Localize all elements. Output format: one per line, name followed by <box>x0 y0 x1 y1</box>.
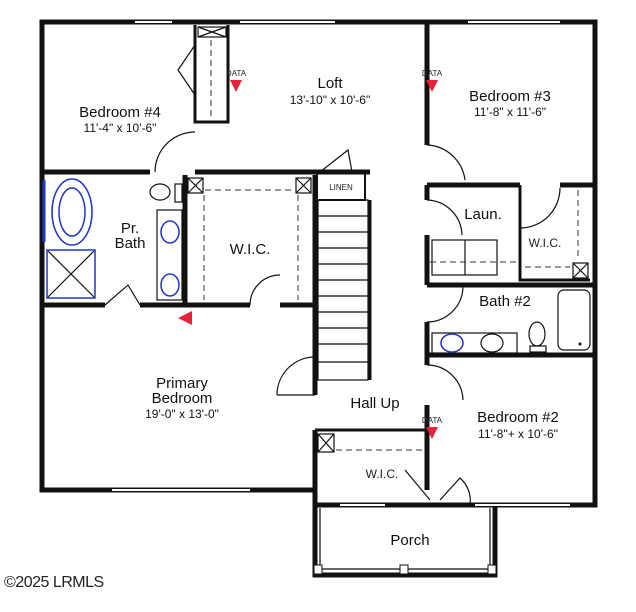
svg-text:DATA: DATA <box>422 69 443 78</box>
room-bedroom2-name: Bedroom #2 <box>477 409 559 426</box>
room-bedroom3-dims: 11'-8" x 11'-6" <box>474 105 546 119</box>
room-prbath-name-1: Pr. <box>121 220 139 237</box>
svg-text:DATA: DATA <box>422 416 443 425</box>
stairs <box>317 199 369 381</box>
room-wic-primary: W.I.C. <box>230 241 271 258</box>
door-swings <box>104 44 561 506</box>
room-bedroom4-name: Bedroom #4 <box>79 104 161 121</box>
room-wic-bed3: W.I.C. <box>529 236 562 250</box>
room-primary-name-2: Bedroom <box>152 390 213 407</box>
room-primary-dims: 19'-0" x 13'-0" <box>145 407 219 421</box>
bath-fixtures <box>42 178 591 354</box>
room-primary-name-1: Primary <box>156 375 208 392</box>
copyright-watermark: ©2025 LRMLS <box>4 574 104 591</box>
room-bath2: Bath #2 <box>479 293 531 310</box>
room-hall: Hall Up <box>350 395 399 412</box>
closet-shelves <box>187 26 589 453</box>
room-laundry: Laun. <box>464 206 502 223</box>
room-linen: LINEN <box>329 183 353 192</box>
room-loft-dims: 13'-10" x 10'-6" <box>290 93 370 107</box>
room-bedroom4-dims: 11'-4" x 10'-6" <box>84 121 157 135</box>
svg-text:DATA: DATA <box>226 69 247 78</box>
room-bedroom3-name: Bedroom #3 <box>469 88 551 105</box>
room-prbath-name-2: Bath <box>115 235 146 252</box>
interior-walls <box>42 22 595 505</box>
porch-outline <box>312 505 498 578</box>
room-bedroom2-dims: 11'-8"+ x 10'-6" <box>478 427 558 441</box>
windows <box>112 21 570 506</box>
room-porch: Porch <box>390 532 429 549</box>
room-wic-bed2: W.I.C. <box>366 467 399 481</box>
room-loft-name: Loft <box>317 75 343 92</box>
data-markers: DATA DATA DATA <box>178 69 443 439</box>
